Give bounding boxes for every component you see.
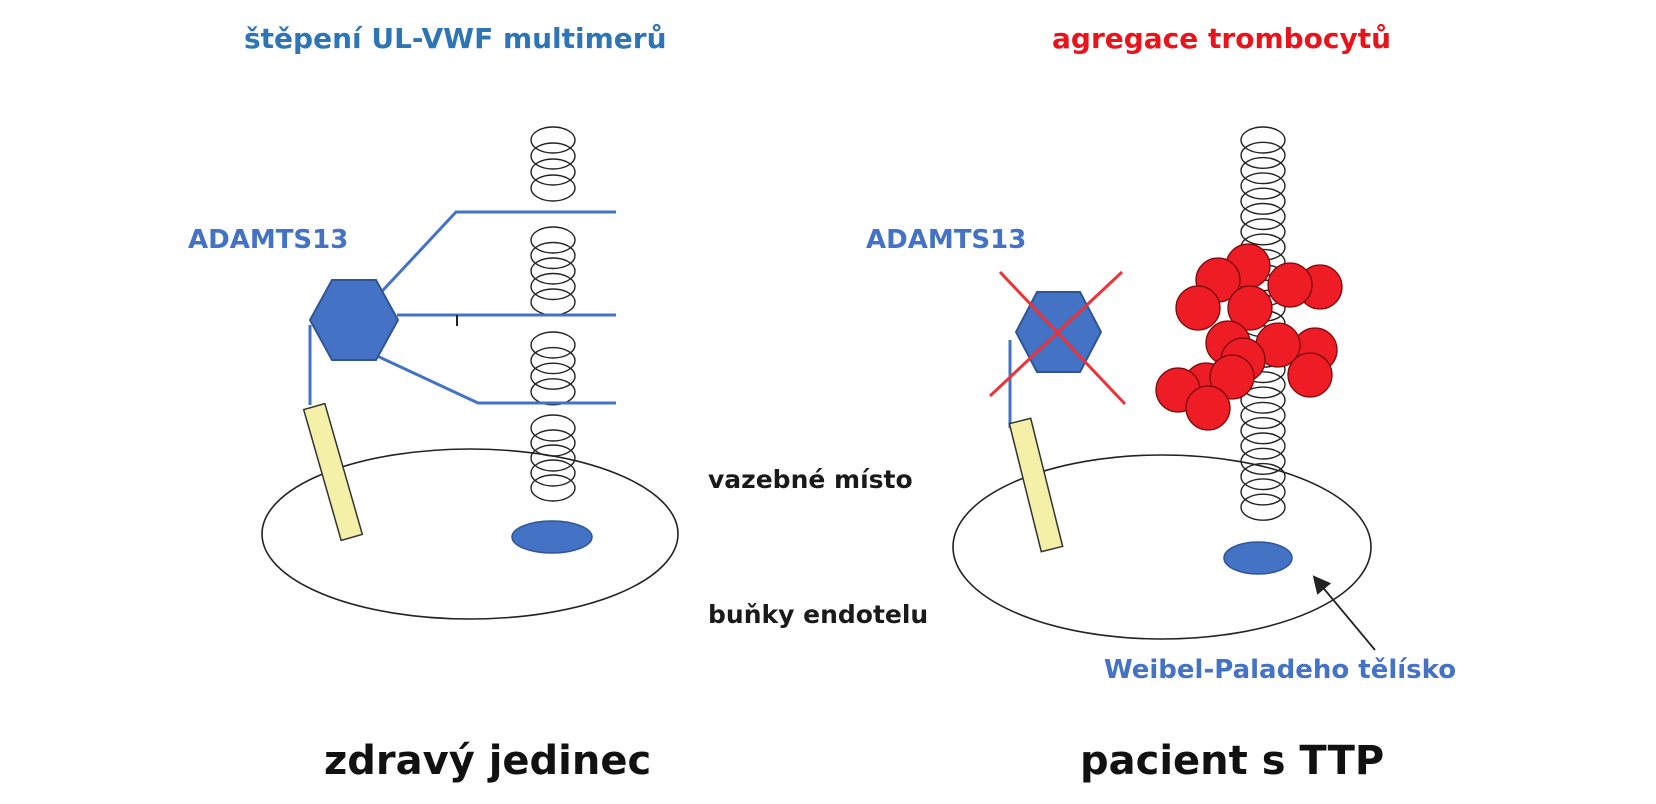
- weibel-palade-body-left: [511, 520, 593, 554]
- left-enzyme-label: ADAMTS13: [188, 225, 349, 255]
- platelet: [1227, 285, 1273, 331]
- adamts13-enzyme-left: [308, 279, 400, 361]
- vwf-multimer-segment: [530, 226, 576, 316]
- coil-loop: [530, 474, 576, 502]
- receptor-left: [302, 402, 364, 542]
- platelet: [1209, 354, 1255, 400]
- left-title: štěpení UL-VWF multimerů: [244, 22, 667, 55]
- cleavage-lines: [308, 210, 616, 405]
- coil-loop: [530, 158, 576, 186]
- coil-loop: [1240, 432, 1286, 460]
- platelet: [1267, 262, 1313, 308]
- coil-loop: [1240, 126, 1286, 154]
- right-panel: [952, 126, 1376, 651]
- endothelial-cells-label: buňky endotelu: [708, 600, 929, 629]
- coil-loop: [530, 331, 576, 359]
- coil-loop: [530, 272, 576, 301]
- coil-loop: [530, 257, 576, 285]
- coil-loop: [1240, 401, 1286, 430]
- endothelial-cell-right: [952, 454, 1372, 640]
- coil-loop: [530, 226, 576, 254]
- coil-loop: [530, 288, 576, 316]
- platelet: [1185, 385, 1231, 431]
- coil-loop: [1240, 187, 1286, 215]
- coil-loop: [530, 126, 576, 154]
- platelet-aggregate: [1155, 243, 1343, 431]
- coil-loop: [530, 142, 576, 170]
- coil-loop: [530, 414, 576, 442]
- coil-loop: [1240, 478, 1286, 506]
- coil-loop: [530, 459, 576, 487]
- coil-loop: [1240, 172, 1286, 200]
- vwf-multimer-segment: [530, 331, 576, 406]
- vwf-multimer-segment: [530, 414, 576, 502]
- coil-loop: [1240, 218, 1286, 246]
- coil-loop: [530, 429, 576, 457]
- inhibition-cross-icon: [988, 270, 1127, 406]
- coil-loop: [530, 362, 576, 390]
- coil-loop: [530, 378, 576, 406]
- coil-loop: [530, 346, 576, 375]
- platelet: [1287, 352, 1333, 398]
- receptor-right: [1008, 417, 1064, 553]
- vwf-multimer-segment: [530, 126, 576, 202]
- weibel-palade-body-right: [1223, 541, 1293, 575]
- left-panel: [261, 126, 679, 620]
- weibel-palade-label: Weibel-Paladeho tělísko: [1104, 655, 1457, 685]
- coil-loop: [530, 174, 576, 202]
- left-caption: zdravý jedinec: [324, 738, 652, 784]
- binding-site-label: vazebné místo: [708, 465, 913, 494]
- coil-loop: [530, 444, 576, 472]
- right-enzyme-label: ADAMTS13: [866, 225, 1027, 255]
- coil-loop: [1240, 141, 1286, 170]
- coil-loop: [1240, 417, 1286, 445]
- coil-loop: [530, 241, 576, 270]
- right-caption: pacient s TTP: [1080, 738, 1385, 784]
- coil-loop: [1240, 202, 1286, 231]
- pointer-arrow-icon: [1312, 575, 1376, 651]
- coil-loop: [1240, 493, 1286, 521]
- coil-loop: [1240, 462, 1286, 491]
- coil-loop: [1240, 156, 1286, 185]
- coil-loop: [1240, 386, 1286, 414]
- platelet: [1175, 285, 1221, 331]
- right-title: agregace trombocytů: [1052, 22, 1392, 55]
- coil-loop: [1240, 447, 1286, 475]
